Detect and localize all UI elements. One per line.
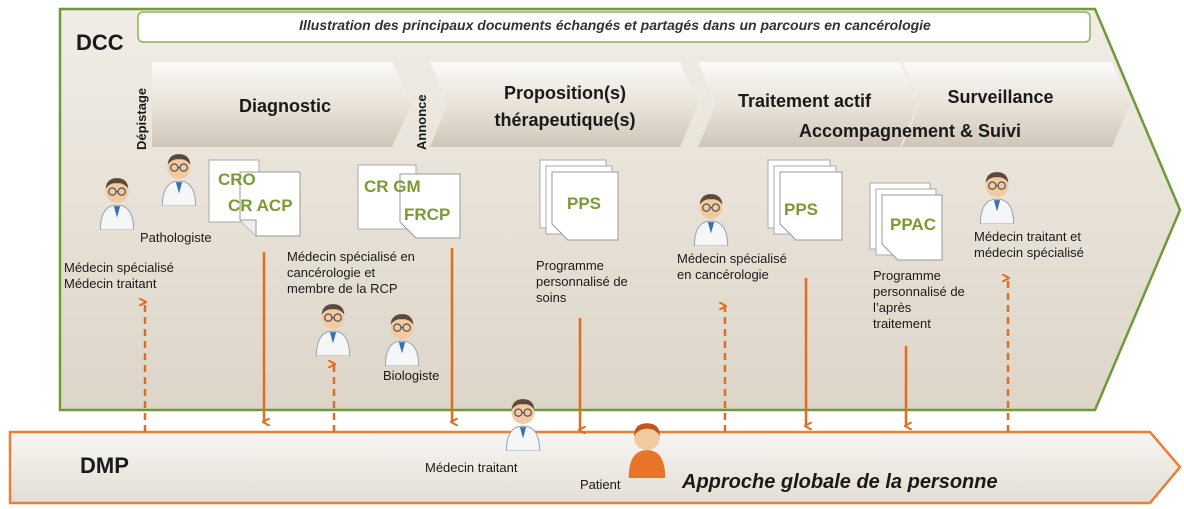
doc-cro: CRO xyxy=(218,170,256,189)
doctor-icon xyxy=(384,314,420,366)
phase-proposition-2: thérapeutique(s) xyxy=(494,110,636,130)
doctor-icon xyxy=(979,172,1015,224)
phase-diagnostic: Diagnostic xyxy=(238,96,331,116)
actor-mt-spe-1: Médecin traitant et xyxy=(974,229,1081,244)
actor-patient: Patient xyxy=(580,477,621,492)
actor-spe-canc-1: Médecin spécialisé xyxy=(677,251,787,266)
doc-pps-2: PPS xyxy=(784,200,819,219)
doc-cr-acp: CR ACP xyxy=(228,196,293,215)
document-icon xyxy=(767,159,843,241)
ppac-desc-3: l’après xyxy=(873,300,912,315)
doctor-icon xyxy=(99,178,135,230)
doc-ppac: PPAC xyxy=(890,215,936,234)
patient-icon xyxy=(628,423,666,478)
doc-pps-1: PPS xyxy=(567,194,602,213)
actor-pathologiste: Pathologiste xyxy=(140,230,212,245)
chevron-traitement xyxy=(698,62,918,147)
actor-rcp-2: cancérologie et xyxy=(287,265,376,280)
pps-desc-1: Programme xyxy=(536,258,604,273)
document-icon xyxy=(539,159,619,241)
phase-traitement: Traitement actif xyxy=(737,91,872,111)
actor-medecin-traitant-dmp: Médecin traitant xyxy=(425,460,518,475)
phase-accompagnement: Accompagnement & Suivi xyxy=(798,121,1022,141)
pps-desc-2: personnalisé de xyxy=(536,274,628,289)
actor-rcp-3: membre de la RCP xyxy=(287,281,398,296)
dmp-arrow-shape xyxy=(8,430,1182,505)
actor-medecin-specialise: Médecin spécialisé xyxy=(64,260,174,275)
doctor-icon xyxy=(505,399,541,451)
pps-desc-3: soins xyxy=(536,290,567,305)
actor-rcp-1: Médecin spécialisé en xyxy=(287,249,415,264)
doctor-icon xyxy=(693,194,729,246)
ppac-desc-2: personnalisé de xyxy=(873,284,965,299)
phase-depistage: Dépistage xyxy=(134,87,149,150)
actor-medecin-traitant: Médecin traitant xyxy=(64,276,157,291)
chevron-surveillance xyxy=(902,62,1130,147)
phase-annonce: Annonce xyxy=(414,94,429,150)
document-icon xyxy=(208,159,301,237)
phase-surveillance: Surveillance xyxy=(947,87,1054,107)
chevron-proposition xyxy=(430,62,698,147)
dmp-label: DMP xyxy=(80,453,129,478)
phase-proposition-1: Proposition(s) xyxy=(504,83,626,103)
doctor-icon xyxy=(315,304,351,356)
chevron-diagnostic xyxy=(152,62,412,147)
motto: Approche globale de la personne xyxy=(682,471,998,493)
actor-biologiste: Biologiste xyxy=(383,368,440,383)
actor-spe-canc-2: en cancérologie xyxy=(677,267,769,282)
doctor-icon xyxy=(161,154,197,206)
dcc-label: DCC xyxy=(76,30,124,55)
document-icon xyxy=(357,164,461,239)
ppac-desc-4: traitement xyxy=(873,316,931,331)
doc-frcp: FRCP xyxy=(404,205,451,224)
title-box xyxy=(137,11,1091,43)
document-icon xyxy=(869,182,943,261)
doc-cr-gm: CR GM xyxy=(364,177,421,196)
page-title: Illustration des principaux documents éc… xyxy=(299,17,931,33)
ppac-desc-1: Programme xyxy=(873,268,941,283)
actor-mt-spe-2: médecin spécialisé xyxy=(974,245,1084,260)
